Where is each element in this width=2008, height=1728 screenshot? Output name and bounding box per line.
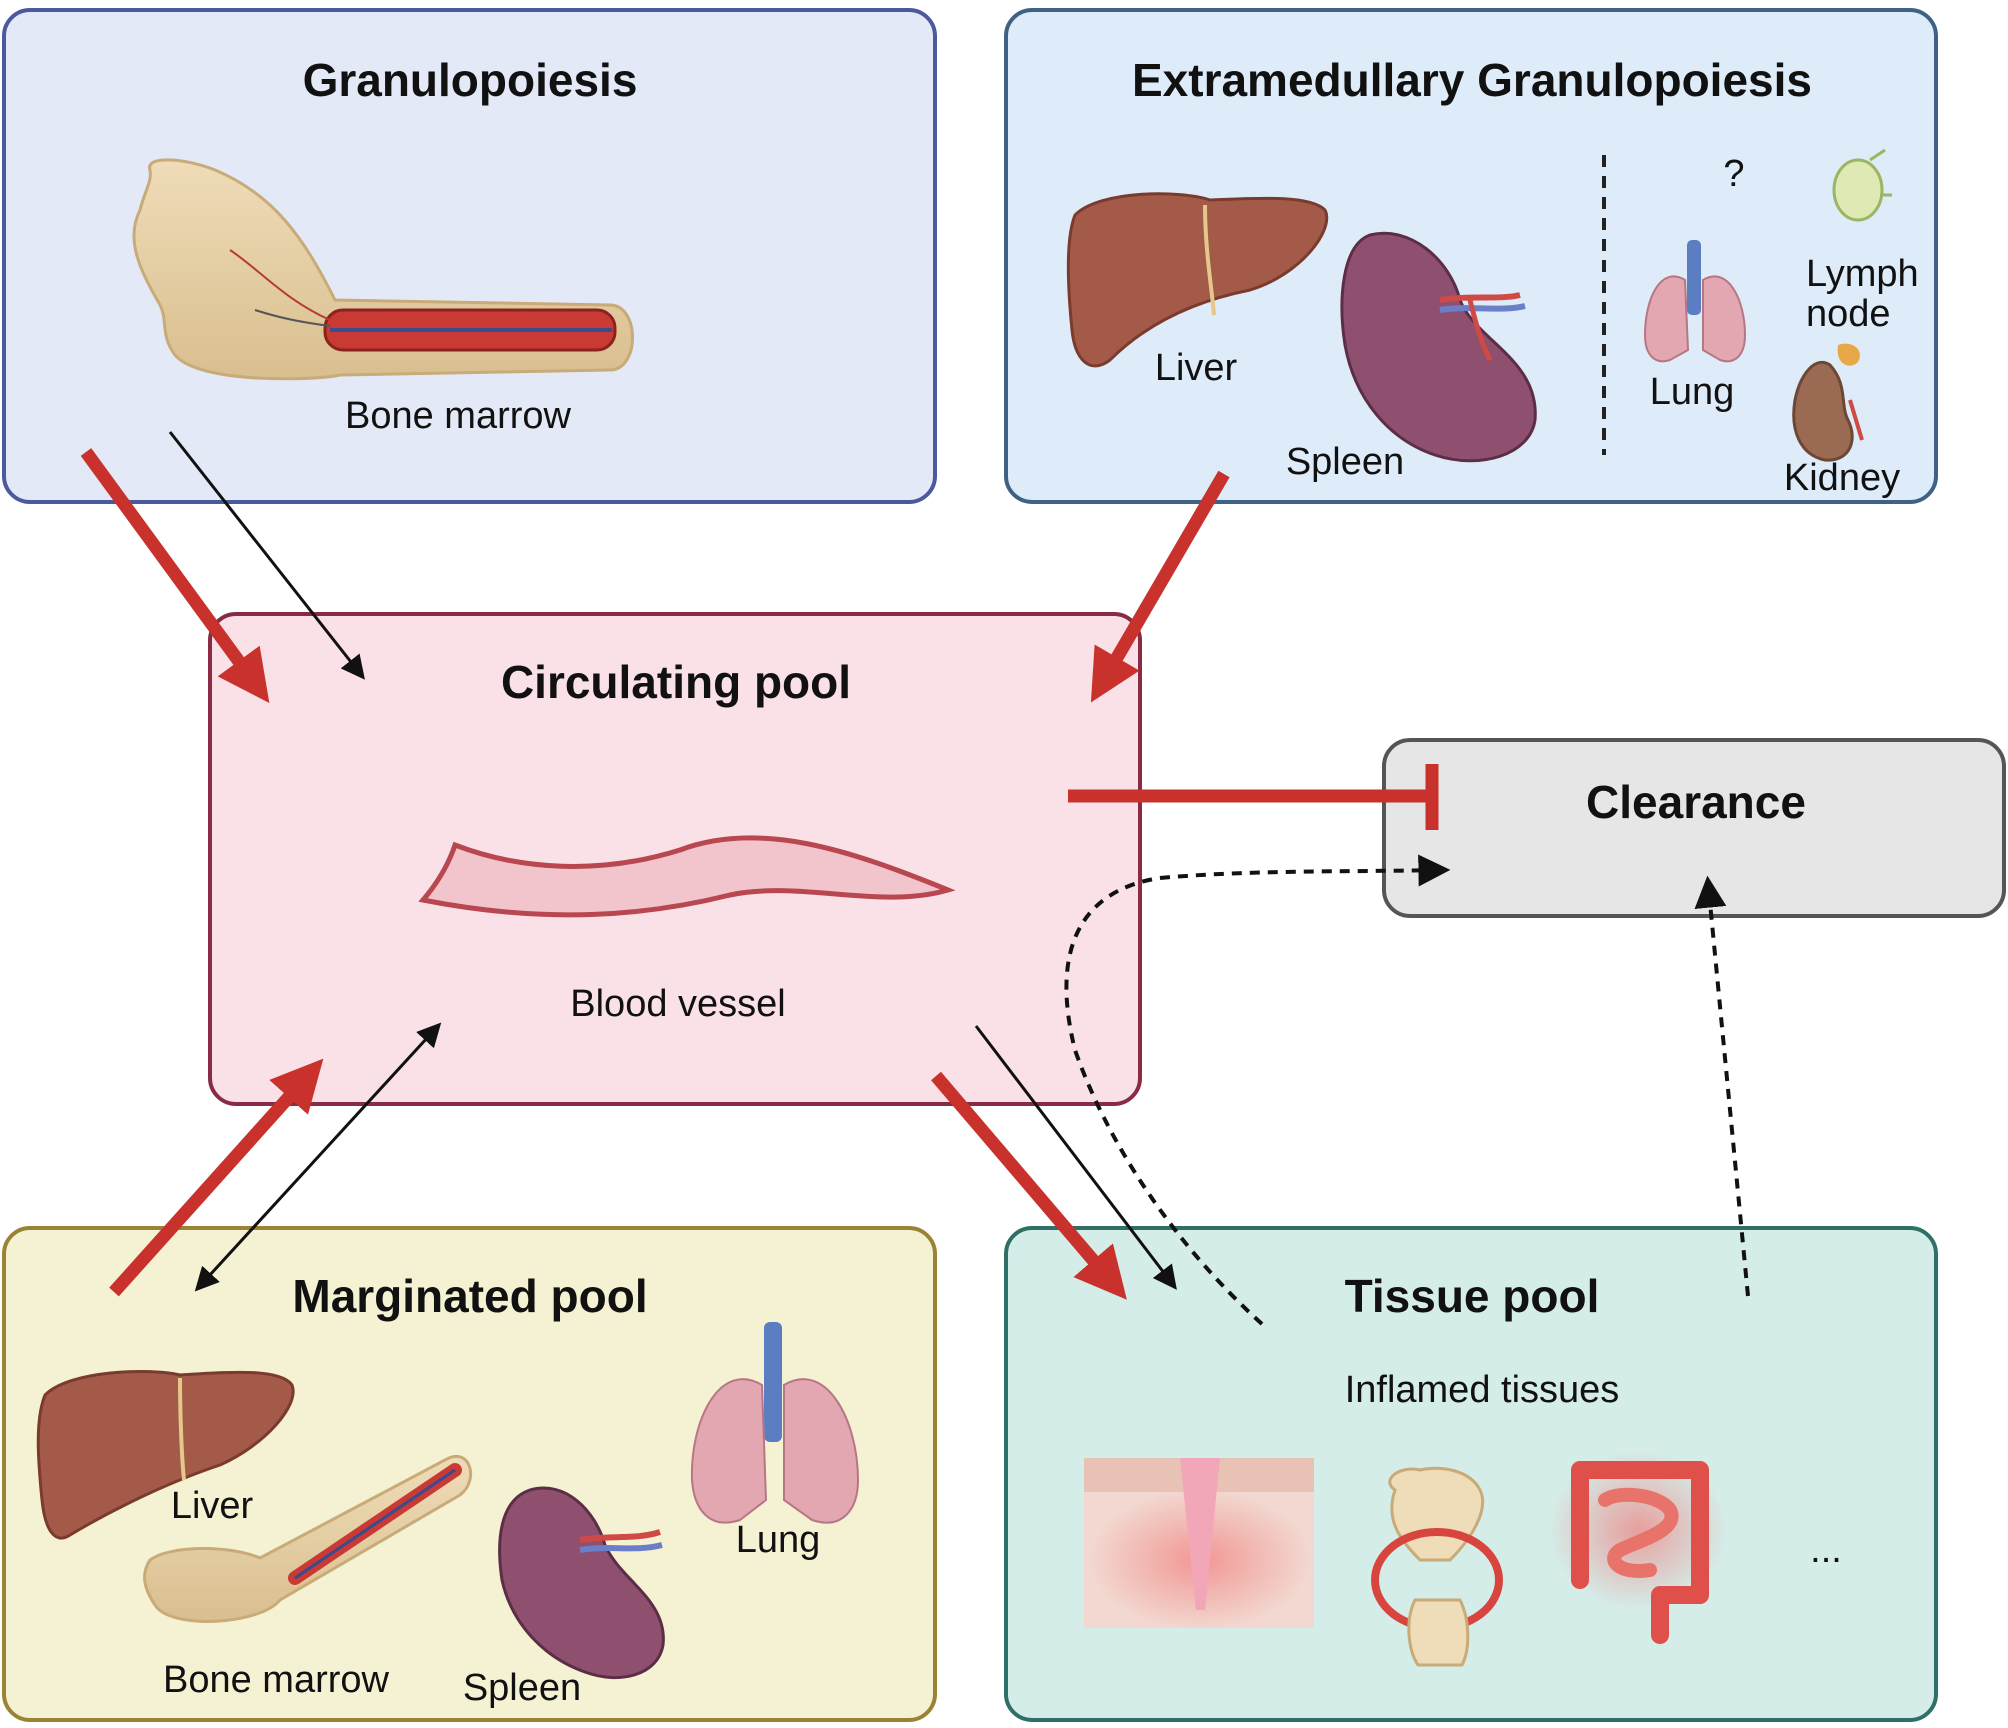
extramedullary-liver-label: Liver (1155, 347, 1238, 389)
more-tissues-ellipsis: ... (1810, 1529, 1842, 1571)
inflamed-skin-icon (1084, 1458, 1314, 1630)
lymph-node-icon (1832, 148, 1892, 222)
marginated-spleen-icon (498, 1486, 665, 1680)
marginated-lung-label: Lung (736, 1519, 821, 1561)
clearance-box (1382, 738, 2006, 918)
clearance-title: Clearance (1586, 776, 1806, 828)
kidney-icon (1792, 343, 1864, 462)
dashed-arrow-tissue-to-clearance-curved (1064, 854, 1451, 1326)
lymph-node-label-line2: node (1806, 293, 1891, 335)
extramedullary-title: Extramedullary Granulopoiesis (1132, 54, 1812, 106)
spleen-icon (1340, 231, 1537, 463)
extramedullary-spleen-label: Spleen (1286, 441, 1404, 483)
red-inhibit-arrow-to-clearance (1068, 764, 1439, 830)
extramedullary-box (1004, 8, 1938, 504)
extramedullary-lung-label: Lung (1650, 371, 1735, 413)
blood-vessel-label: Blood vessel (570, 983, 785, 1025)
black-arrow-circulating-to-tissue (974, 1025, 1177, 1290)
marginated-bone-icon (143, 1454, 473, 1623)
circulating-title: Circulating pool (501, 656, 851, 708)
lung-icon (1643, 240, 1747, 363)
inflamed-intestine-icon (1548, 1450, 1728, 1644)
black-arrow-granulopoiesis-to-circulating (168, 431, 365, 680)
liver-icon (1066, 192, 1329, 368)
dashed-arrow-tissue-to-clearance-vertical (1694, 875, 1750, 1297)
granulopoiesis-box (2, 8, 937, 504)
inflamed-tissues-label: Inflamed tissues (1345, 1369, 1620, 1411)
extramedullary-kidney-label: Kidney (1784, 457, 1900, 499)
red-arrow-granulopoiesis-to-circulating (80, 448, 270, 703)
marginated-spleen-label: Spleen (463, 1667, 581, 1709)
bone-marrow-icon (132, 158, 634, 381)
granulopoiesis-bone-marrow-label: Bone marrow (345, 395, 572, 437)
marginated-liver-icon (36, 1370, 295, 1540)
marginated-title: Marginated pool (292, 1270, 647, 1322)
black-arrow-marginated-circulating-bidirectional (194, 1022, 442, 1292)
marginated-liver-label: Liver (171, 1485, 254, 1527)
marginated-bone-marrow-label: Bone marrow (163, 1659, 390, 1701)
blood-vessel-icon (418, 835, 956, 918)
tissue-title: Tissue pool (1345, 1270, 1600, 1322)
granulopoiesis-title: Granulopoiesis (303, 54, 638, 106)
red-arrow-extramedullary-to-circulating (1090, 470, 1230, 703)
lymph-node-label-line1: Lymph (1806, 253, 1919, 295)
red-arrow-circulating-to-tissue (931, 1071, 1127, 1300)
uncertain-question-mark: ? (1723, 153, 1744, 195)
marginated-lung-icon (690, 1322, 860, 1524)
inflamed-joint-icon (1371, 1466, 1503, 1667)
